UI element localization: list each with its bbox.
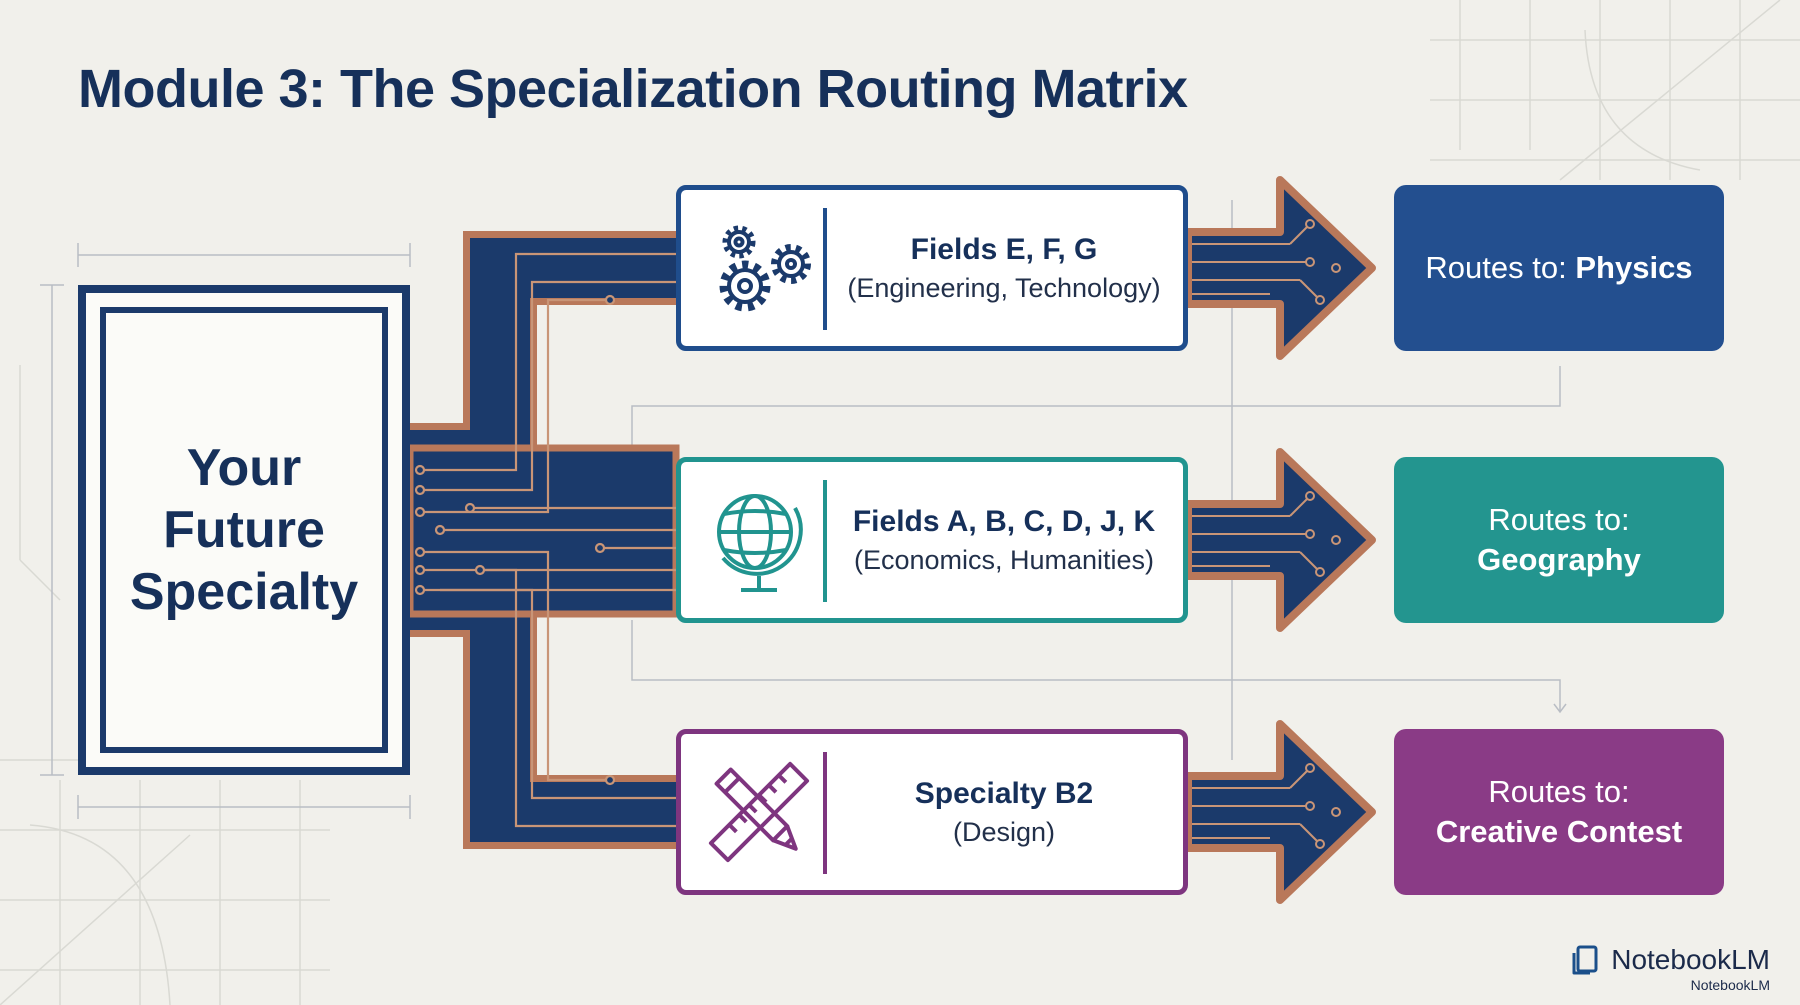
- field-name: Fields E, F, G: [910, 232, 1098, 266]
- gears-icon: [699, 208, 819, 328]
- destination-geography: Routes to: Geography: [1394, 457, 1724, 623]
- destination-text: Routes to: Creative Contest: [1436, 772, 1682, 852]
- page-title: Module 3: The Specialization Routing Mat…: [78, 59, 1188, 119]
- card-divider: [823, 208, 827, 330]
- destination-text: Routes to:Physics: [1425, 248, 1692, 288]
- card-divider: [823, 480, 827, 602]
- brand-watermark: NotebookLM NotebookLM: [1569, 943, 1770, 993]
- field-description: (Design): [952, 816, 1056, 847]
- destination-prefix: Routes to:: [1488, 502, 1630, 537]
- field-card-design: Specialty B2 (Design): [676, 729, 1188, 895]
- globe-icon: [699, 480, 819, 600]
- source-inner-frame: Your Future Specialty: [100, 307, 388, 753]
- destination-creative-contest: Routes to: Creative Contest: [1394, 729, 1724, 895]
- destination-prefix: Routes to:: [1425, 250, 1567, 285]
- field-description: (Engineering, Technology): [847, 272, 1161, 303]
- field-description: (Economics, Humanities): [853, 544, 1155, 575]
- destination-prefix: Routes to:: [1488, 774, 1630, 809]
- card-divider: [823, 752, 827, 874]
- destination-physics: Routes to:Physics: [1394, 185, 1724, 351]
- source-specialty-box: Your Future Specialty: [78, 285, 410, 775]
- pencil-ruler-icon: [699, 752, 819, 872]
- brand-name: NotebookLM: [1611, 944, 1770, 975]
- brand-small-label: NotebookLM: [1690, 977, 1770, 993]
- field-card-text: Specialty B2 (Design): [831, 734, 1177, 890]
- field-name: Specialty B2: [914, 776, 1094, 810]
- field-card-text: Fields A, B, C, D, J, K (Economics, Huma…: [831, 462, 1177, 618]
- destination-target: Geography: [1477, 542, 1641, 577]
- field-name: Fields A, B, C, D, J, K: [852, 504, 1156, 538]
- destination-target: Physics: [1575, 250, 1693, 285]
- field-card-text: Fields E, F, G (Engineering, Technology): [831, 190, 1177, 346]
- destination-text: Routes to: Geography: [1477, 500, 1641, 580]
- source-label: Your Future Specialty: [129, 439, 359, 621]
- field-card-economics: Fields A, B, C, D, J, K (Economics, Huma…: [676, 457, 1188, 623]
- notebooklm-logo-icon: [1569, 943, 1603, 977]
- destination-target: Creative Contest: [1435, 814, 1683, 849]
- field-card-engineering: Fields E, F, G (Engineering, Technology): [676, 185, 1188, 351]
